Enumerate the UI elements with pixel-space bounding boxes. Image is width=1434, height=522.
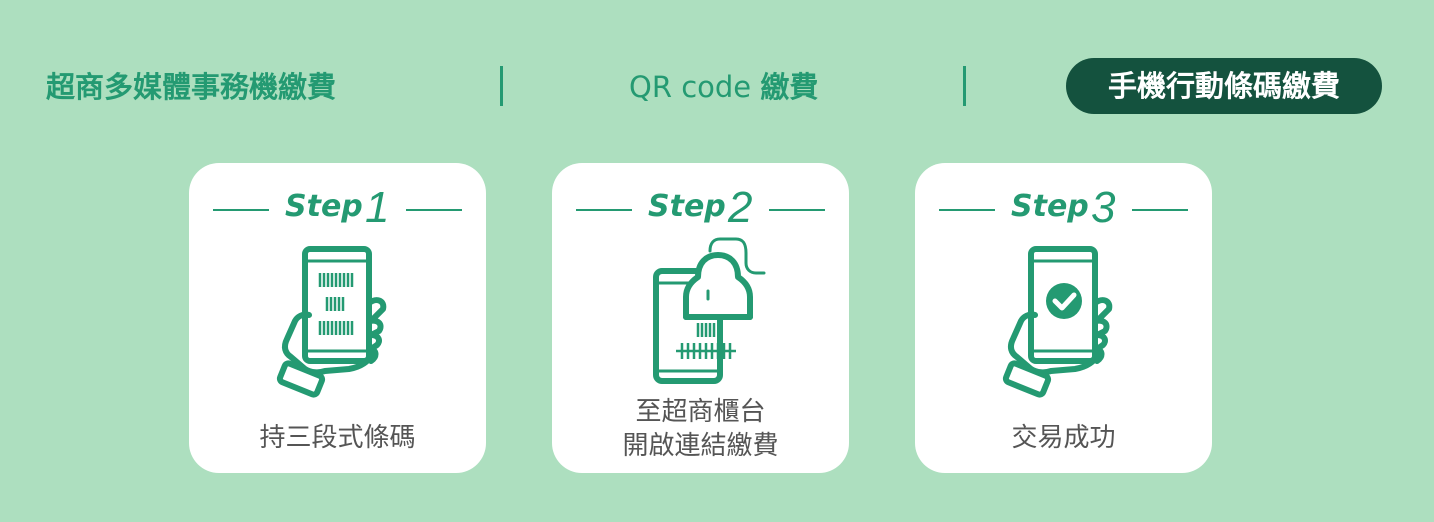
decor-line xyxy=(576,209,632,211)
barcode-scanner-phone-icon xyxy=(552,233,849,409)
tab-mobile-barcode-payment[interactable]: 手機行動條碼繳費 xyxy=(1066,58,1382,114)
decor-line xyxy=(769,209,825,211)
step-label-line: 持三段式條碼 xyxy=(259,423,416,453)
step-number: 2 xyxy=(728,183,753,232)
step-number: 1 xyxy=(365,183,390,232)
decor-line xyxy=(406,209,462,211)
step-word: Step xyxy=(285,189,363,224)
step-label: 至超商櫃台 開啟連結繳費 xyxy=(552,395,849,463)
step-label-line: 交易成功 xyxy=(1011,423,1116,453)
hand-holding-phone-barcode-icon xyxy=(189,239,486,415)
tab-kiosk-payment[interactable]: 超商多媒體事務機繳費 xyxy=(46,70,337,104)
tab-divider xyxy=(963,66,966,106)
decor-line xyxy=(939,209,995,211)
step-label-line: 開啟連結繳費 xyxy=(622,431,779,461)
step-label: 持三段式條碼 xyxy=(189,421,486,455)
tab-divider xyxy=(500,66,503,106)
step-heading: Step 1 xyxy=(189,183,486,235)
tab-qr-code-payment[interactable]: QR code 繳費 xyxy=(629,66,818,108)
tab-qr-label-cjk: 繳費 xyxy=(760,70,819,104)
step-number: 3 xyxy=(1091,183,1116,232)
step-label-line: 至超商櫃台 xyxy=(635,397,766,427)
step-word: Step xyxy=(648,189,726,224)
step-card-1: Step 1 持三段式條碼 xyxy=(189,163,486,473)
step-card-3: Step 3 交易成功 xyxy=(915,163,1212,473)
step-card-2: Step 2 至超商櫃台 開啟連結繳費 xyxy=(552,163,849,473)
decor-line xyxy=(213,209,269,211)
step-label: 交易成功 xyxy=(915,421,1212,455)
step-heading: Step 2 xyxy=(552,183,849,235)
step-word: Step xyxy=(1011,189,1089,224)
step-heading: Step 3 xyxy=(915,183,1212,235)
decor-line xyxy=(1132,209,1188,211)
tab-qr-label-latin: QR code xyxy=(629,70,761,104)
hand-holding-phone-check-icon xyxy=(915,239,1212,415)
